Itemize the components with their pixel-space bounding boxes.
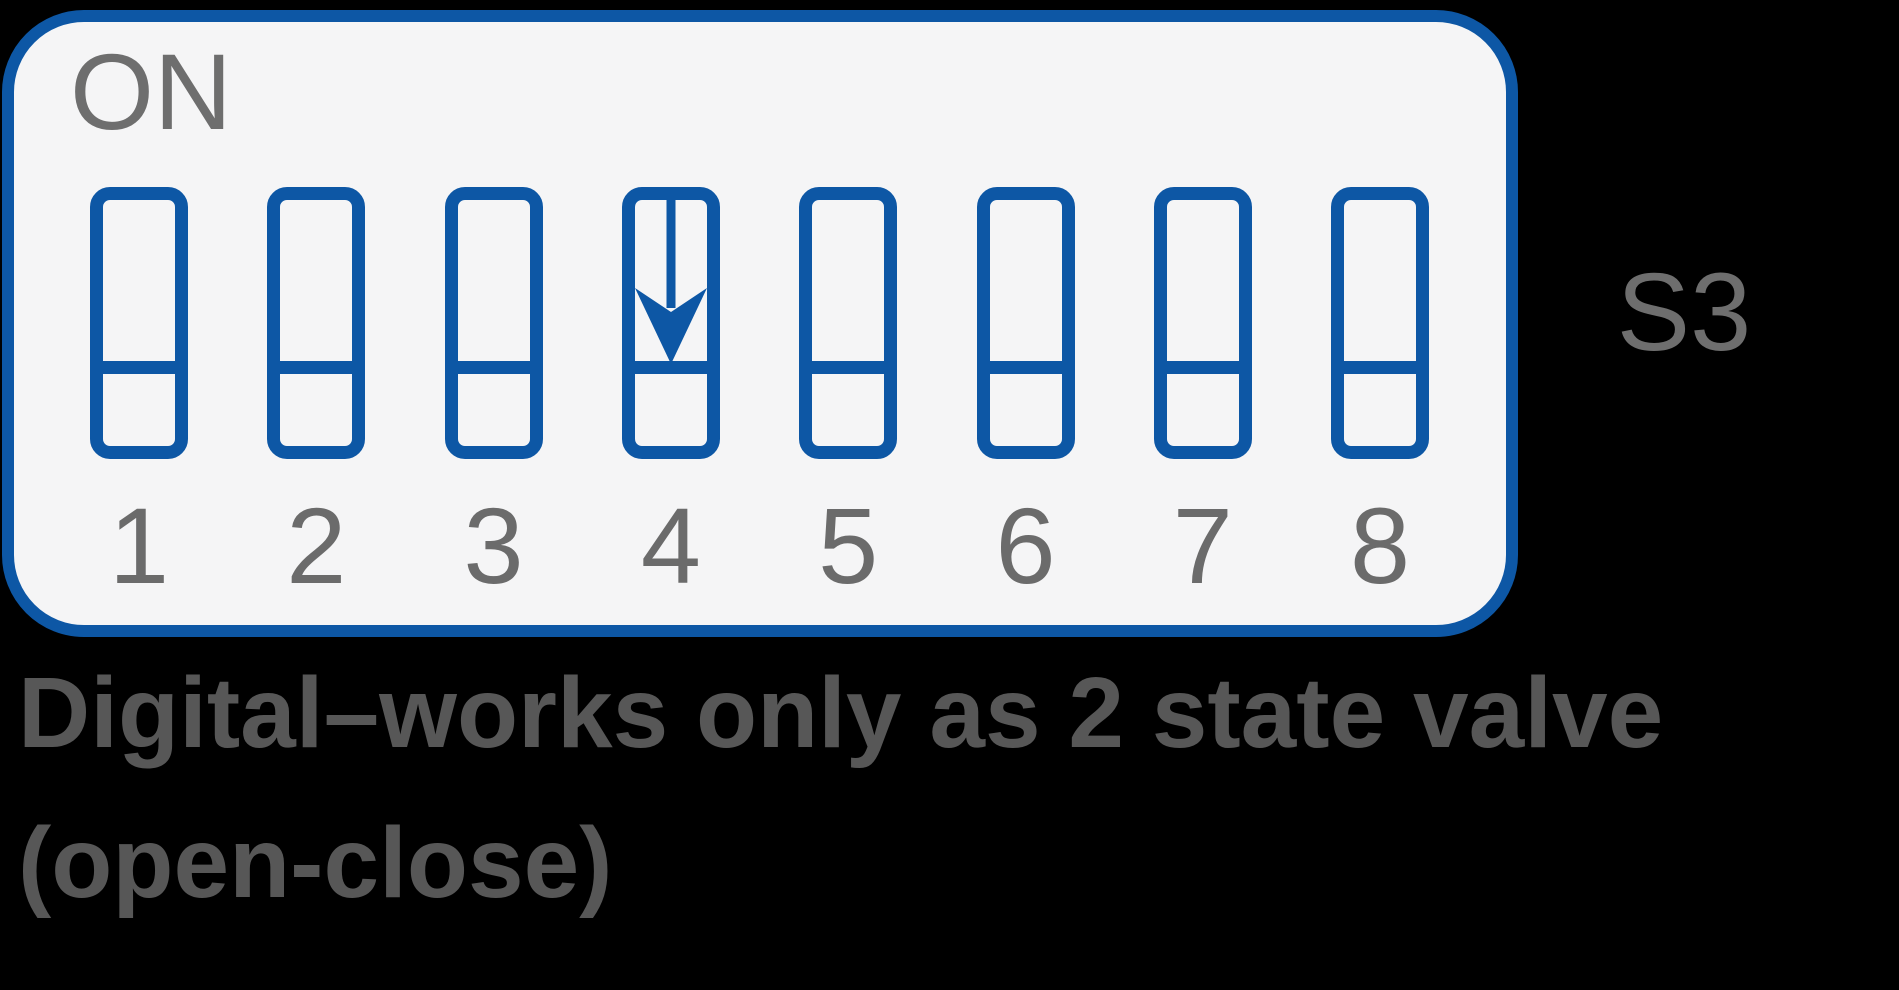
switch-divider-line bbox=[634, 361, 707, 374]
caption-line-1: Digital–works only as 2 state valve bbox=[18, 657, 1664, 769]
dip-switch-7 bbox=[1153, 187, 1252, 459]
switch-divider-line bbox=[103, 361, 175, 374]
switch-divider-line bbox=[812, 361, 885, 374]
switch-number-8: 8 bbox=[1350, 485, 1411, 606]
caption-line-2: (open-close) bbox=[18, 807, 613, 919]
switch-divider-line bbox=[280, 361, 353, 374]
dip-switch-6 bbox=[976, 187, 1075, 459]
switch-number-6: 6 bbox=[995, 485, 1056, 606]
dip-switch-5 bbox=[799, 187, 898, 459]
switch-number-1: 1 bbox=[108, 485, 170, 606]
switch-number-2: 2 bbox=[286, 485, 347, 606]
dip-switch-1 bbox=[90, 187, 188, 459]
dip-switch-8 bbox=[1331, 187, 1430, 459]
switch-divider-line bbox=[1166, 361, 1239, 374]
arrow-down-icon bbox=[634, 200, 707, 364]
switch-divider-line bbox=[457, 361, 530, 374]
caption: Digital–works only as 2 state valve (ope… bbox=[18, 638, 1898, 938]
dip-switch-3 bbox=[444, 187, 543, 459]
on-position-label: ON bbox=[70, 31, 232, 152]
switch-bank-label: S3 bbox=[1616, 251, 1752, 374]
dip-switch-2 bbox=[267, 187, 366, 459]
switch-number-3: 3 bbox=[463, 485, 524, 606]
switch-divider-line bbox=[989, 361, 1062, 374]
switch-number-7: 7 bbox=[1172, 485, 1233, 606]
switch-number-4: 4 bbox=[640, 485, 701, 606]
dip-switch-4 bbox=[621, 187, 720, 459]
switch-number-5: 5 bbox=[818, 485, 879, 606]
switch-divider-line bbox=[1344, 361, 1417, 374]
